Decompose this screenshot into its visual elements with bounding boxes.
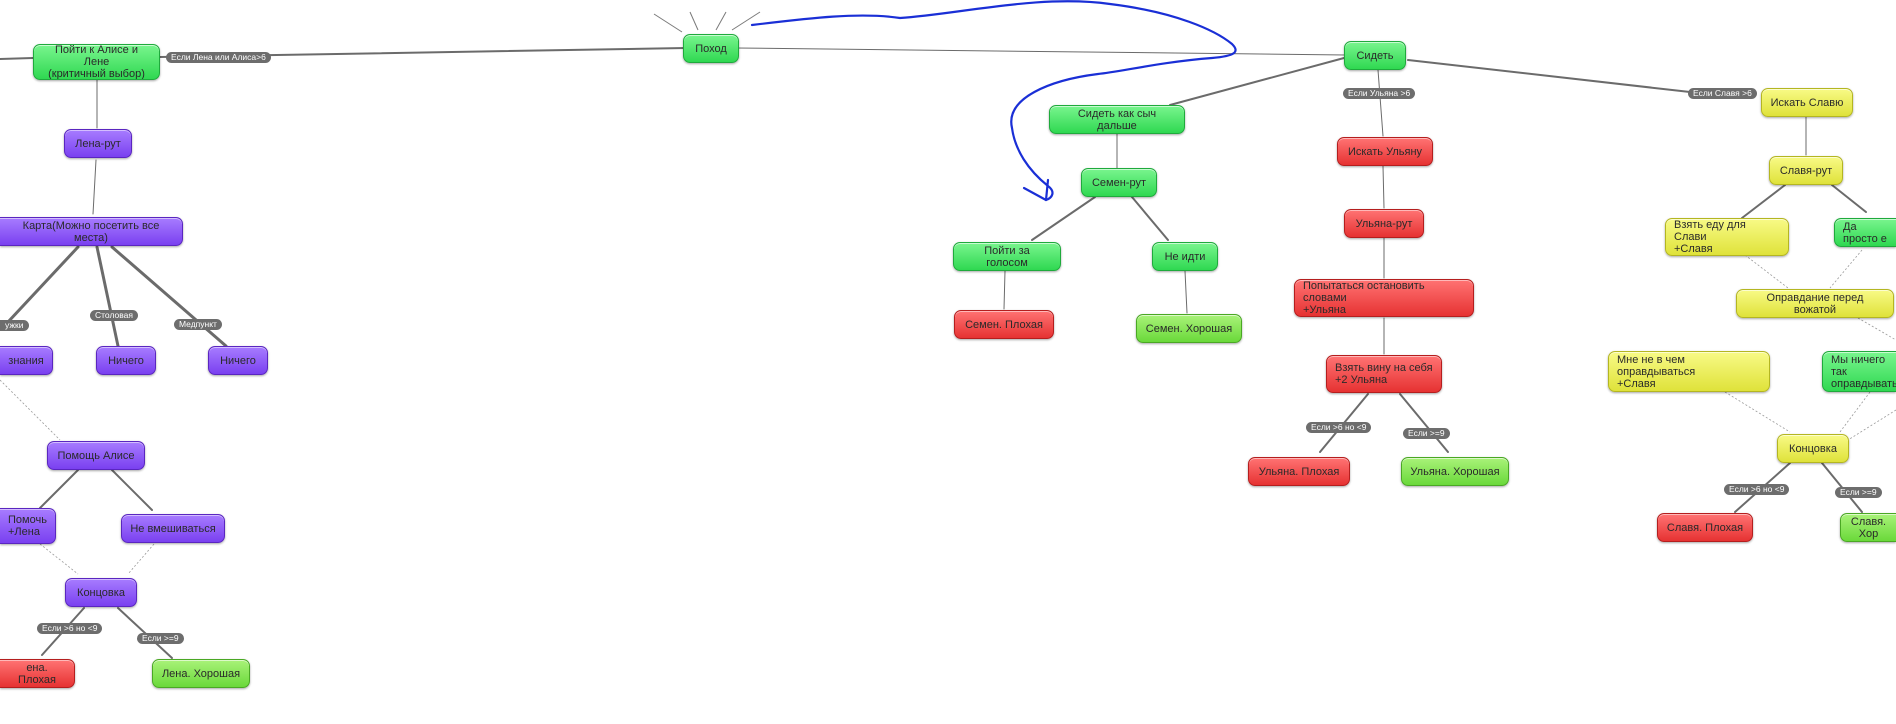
- node-da-prosto[interactable]: Да просто е: [1834, 218, 1896, 247]
- node-poiti-k-alise[interactable]: Пойти к Алисе и Лене (критичный выбор): [33, 44, 160, 80]
- edge-label-slavya-6-9: Если >6 но <9: [1724, 484, 1790, 495]
- edge-karta-left: [6, 245, 80, 324]
- node-slavya-rut[interactable]: Славя-рут: [1769, 156, 1843, 185]
- edge-thin-5: [1829, 249, 1863, 289]
- node-ulyana-khoroshaya[interactable]: Ульяна. Хорошая: [1401, 457, 1509, 486]
- node-lena-khoroshaya[interactable]: Лена. Хорошая: [152, 659, 250, 688]
- node-semen-rut[interactable]: Семен-рут: [1081, 168, 1157, 197]
- edge-thin-9: [1847, 409, 1896, 441]
- node-kontsovka-slavya[interactable]: Концовка: [1777, 434, 1849, 463]
- edge-karta-nichego2: [110, 245, 228, 348]
- edge-alise-leftedge: [0, 57, 34, 60]
- edge-thin-6: [1857, 317, 1896, 341]
- edge-label-esli-slavya: Если Славя >6: [1688, 88, 1757, 99]
- edge-thin-3: [127, 543, 155, 575]
- edge-slavrut-eda: [1741, 184, 1786, 219]
- edge-golos-plokh: [1003, 270, 1006, 310]
- fan-stroke-1: [653, 13, 683, 33]
- edge-sidet-slavya: [1407, 59, 1691, 93]
- edge-semen-golos: [1031, 196, 1096, 241]
- node-nichego-1[interactable]: Ничего: [96, 346, 156, 375]
- edge-label-leftcut-b: ужки: [0, 320, 29, 331]
- edge-thin-7: [1724, 391, 1791, 433]
- edge-pokhod-sidet: [735, 47, 1347, 56]
- edge-semen-neidti: [1131, 196, 1169, 241]
- node-lena-rut[interactable]: Лена-рут: [64, 129, 132, 158]
- node-slavya-khoroshaya[interactable]: Славя. Хор: [1840, 513, 1896, 542]
- edge-sidet-syc: [1169, 57, 1345, 106]
- node-pomoch-lena[interactable]: Помочь +Лена: [0, 508, 56, 544]
- node-karta[interactable]: Карта(Можно посетить все места): [0, 217, 183, 246]
- node-ne-idti[interactable]: Не идти: [1152, 242, 1218, 271]
- edge-label-lena-9: Если >=9: [137, 633, 184, 644]
- edge-thin-8: [1839, 391, 1871, 433]
- edge-thin-1: [0, 379, 61, 441]
- edge-label-slavya-9: Если >=9: [1835, 487, 1882, 498]
- fan-stroke-2: [689, 11, 699, 31]
- node-sidet-kak-syc[interactable]: Сидеть как сыч дальше: [1049, 105, 1185, 134]
- node-iskat-slavyu[interactable]: Искать Славю: [1761, 88, 1853, 117]
- node-my-nichego[interactable]: Мы ничего так оправдывать: [1822, 351, 1896, 392]
- edge-label-esli-ulyana: Если Ульяна >6: [1343, 88, 1416, 99]
- fan-stroke-3: [715, 11, 727, 31]
- node-ulyana-rut[interactable]: Ульяна-рут: [1344, 209, 1424, 238]
- node-semen-khoroshaya[interactable]: Семен. Хорошая: [1136, 314, 1242, 343]
- edge-sidet-ulyana: [1377, 69, 1384, 137]
- edge-karta-nichego1: [95, 245, 120, 348]
- node-ne-vmeshivatsya[interactable]: Не вмешиваться: [121, 514, 225, 543]
- edge-ulyana-rut: [1382, 165, 1385, 209]
- node-pomosh-alise[interactable]: Помощь Алисе: [47, 441, 145, 470]
- edge-label-medpunkt: Медпункт: [174, 319, 222, 330]
- fan-stroke-4: [731, 11, 761, 31]
- node-lena-plokhaya[interactable]: ена. Плохая: [0, 659, 75, 688]
- blue-annotation-arrow: [750, 0, 1237, 202]
- node-sidet[interactable]: Сидеть: [1344, 41, 1406, 70]
- edge-label-esli-lena-ili-alisa: Если Лена или Алиса>6: [166, 52, 271, 63]
- blue-arrowhead: [1022, 178, 1050, 202]
- node-pokhod[interactable]: Поход: [683, 34, 739, 63]
- edge-vina-khor: [1399, 393, 1449, 453]
- edge-label-stolovaya: Столовая: [90, 310, 139, 321]
- node-semen-plokhaya[interactable]: Семен. Плохая: [954, 310, 1054, 339]
- edge-slavrut-prosto: [1831, 184, 1867, 213]
- edge-label-lena-6-9: Если >6 но <9: [37, 623, 103, 634]
- edge-pomosh-nevm: [111, 469, 153, 511]
- node-vzyat-vinu[interactable]: Взять вину на себя +2 Ульяна: [1326, 355, 1442, 393]
- node-poiti-za-golosom[interactable]: Пойти за голосом: [953, 242, 1061, 271]
- node-nichego-2[interactable]: Ничего: [208, 346, 268, 375]
- node-popytatsya[interactable]: Попытаться остановить словами +Ульяна: [1294, 279, 1474, 317]
- node-leftcut-a[interactable]: знания: [0, 346, 53, 375]
- edge-thin-4: [1744, 254, 1789, 289]
- edge-thin-2: [39, 543, 79, 575]
- edge-pomosh-pomoch: [39, 469, 79, 509]
- node-opravdanie[interactable]: Оправдание перед вожатой: [1736, 289, 1894, 318]
- node-kontsovka-lena[interactable]: Концовка: [65, 578, 137, 607]
- node-mne-ne-v-chem[interactable]: Мне не в чем оправдываться +Славя: [1608, 351, 1770, 392]
- node-vzyat-edu[interactable]: Взять еду для Слави +Славя: [1665, 218, 1789, 256]
- node-slavya-plokhaya[interactable]: Славя. Плохая: [1657, 513, 1753, 542]
- edge-label-ulyana-6-9: Если >6 но <9: [1306, 422, 1372, 433]
- node-iskat-ulyanu[interactable]: Искать Ульяну: [1337, 137, 1433, 166]
- edge-neidti-khor: [1184, 270, 1188, 314]
- node-ulyana-plokhaya[interactable]: Ульяна. Плохая: [1248, 457, 1350, 486]
- edge-label-ulyana-9: Если >=9: [1403, 428, 1450, 439]
- edge-lena-karta: [92, 159, 97, 215]
